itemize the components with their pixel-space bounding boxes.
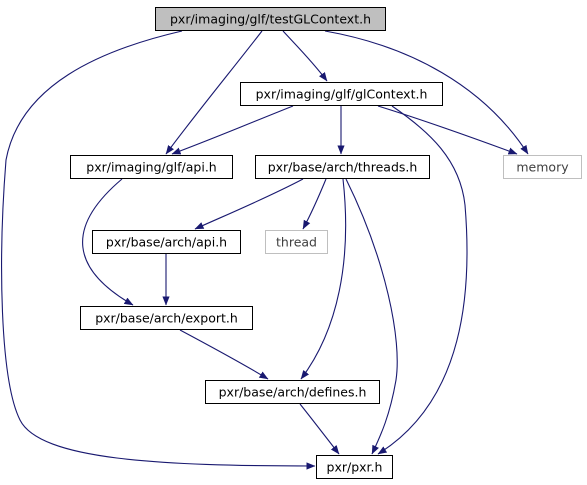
node-export[interactable]: pxr/base/arch/export.h [80,306,253,330]
node-arch_api[interactable]: pxr/base/arch/api.h [92,230,241,254]
edge-glcontext-to-pxr [377,105,468,455]
node-box [205,380,380,404]
node-label: pxr/imaging/glf/api.h [86,160,216,175]
edge-arrow [82,178,134,306]
node-thread: thread [265,230,328,254]
node-glcontext[interactable]: pxr/imaging/glf/glContext.h [240,82,443,106]
node-label: pxr/base/arch/api.h [106,235,227,250]
node-label: pxr/base/arch/defines.h [219,385,367,400]
edge-testglcontext-to-glf_api [165,30,263,155]
edge-arrow [345,178,398,455]
node-box [92,230,241,254]
edge-arrow [299,403,340,455]
edge-arrow [165,30,263,155]
edge-defines-to-pxr [299,403,340,455]
node-defines[interactable]: pxr/base/arch/defines.h [205,380,380,404]
edge-threads-to-pxr [345,178,398,455]
edge-arrow [302,178,327,230]
edge-arrow [179,329,269,380]
edge-testglcontext-to-pxr [1,30,316,470]
node-box [70,155,233,179]
node-memory: memory [503,155,582,179]
node-box [155,7,386,31]
edge-arrow [282,30,328,82]
edge-threads-to-arch_api [194,178,304,230]
node-label: pxr/pxr.h [327,460,383,475]
node-box [255,155,430,179]
edge-testglcontext-to-memory [324,30,529,155]
edge-arrow [300,178,347,380]
edge-testglcontext-to-glcontext [282,30,328,82]
edge-glcontext-to-glf_api [171,105,294,155]
edge-threads-to-thread [302,178,327,230]
node-box [240,82,443,106]
edge-glcontext-to-memory [377,105,518,155]
node-box [80,306,253,330]
node-glf_api[interactable]: pxr/imaging/glf/api.h [70,155,233,179]
edge-arrow [171,105,294,155]
node-pxr[interactable]: pxr/pxr.h [316,455,393,479]
node-box [503,155,582,179]
edge-arrow [324,30,529,155]
node-label: pxr/imaging/glf/testGLContext.h [170,12,371,27]
edge-export-to-defines [179,329,269,380]
node-label: pxr/imaging/glf/glContext.h [256,87,428,102]
edge-arrow [1,30,316,470]
node-testglcontext[interactable]: pxr/imaging/glf/testGLContext.h [155,7,386,31]
edge-glf_api-to-export [82,178,134,306]
node-label: pxr/base/arch/export.h [95,311,238,326]
node-label: thread [276,235,317,250]
edge-arrow [194,178,304,230]
node-threads[interactable]: pxr/base/arch/threads.h [255,155,430,179]
nodes: pxr/imaging/glf/testGLContext.h pxr/imagi… [70,7,582,479]
edges [1,30,529,470]
edge-arrow [377,105,518,155]
node-box [265,230,328,254]
node-label: memory [516,160,569,175]
node-box [316,455,393,479]
node-label: pxr/base/arch/threads.h [268,160,418,175]
edge-arrow [377,105,468,455]
edge-threads-to-defines [300,178,347,380]
